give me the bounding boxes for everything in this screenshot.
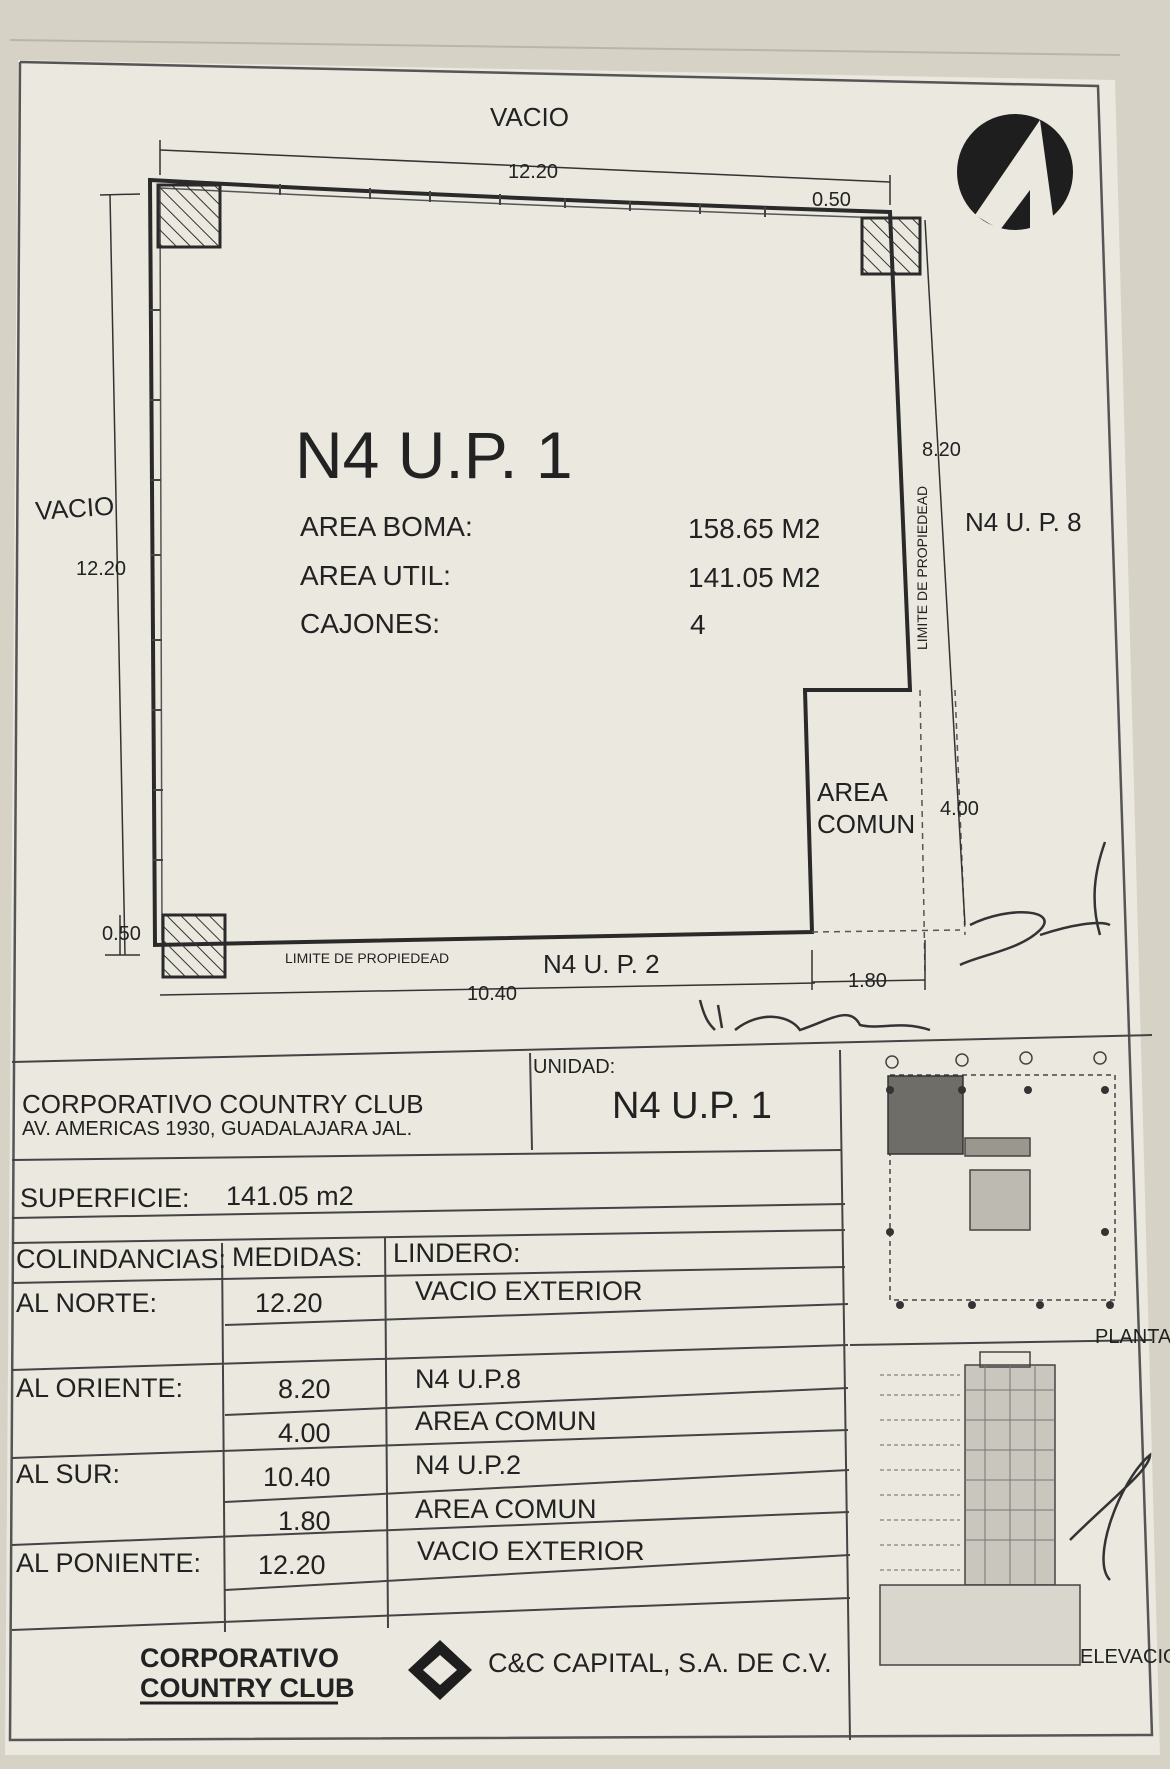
unidad-value: N4 U.P. 1 (612, 1085, 772, 1127)
sheet-border (8, 60, 1154, 1742)
column-hatch-nw (156, 183, 222, 249)
column-hatch-ne (860, 216, 922, 276)
planta-label: PLANTA (1095, 1326, 1170, 1348)
header-colindancias: COLINDANCIAS: (16, 1244, 226, 1274)
row-lindero: VACIO EXTERIOR (415, 1276, 643, 1306)
row-dir: AL SUR: (16, 1459, 120, 1489)
row-medida: 4.00 (278, 1418, 331, 1448)
elevacion-key-plan (879, 1351, 1152, 1666)
header-medidas: MEDIDAS: (232, 1242, 363, 1272)
area-comun-line2: COMUN (817, 809, 915, 839)
row-lindero: AREA COMUN (415, 1494, 597, 1524)
project-address: AV. AMERICAS 1930, GUADALAJARA JAL. (22, 1118, 412, 1140)
row-dir: AL PONIENTE: (16, 1548, 201, 1578)
unidad-label: UNIDAD: (533, 1056, 615, 1078)
vacio-left-label: VACIO (34, 491, 115, 526)
area-boma-label: AREA BOMA: (300, 511, 473, 542)
area-comun-line1: AREA (817, 777, 888, 807)
info-block: CORPORATIVO COUNTRY CLUB AV. AMERICAS 19… (11, 1034, 1170, 1741)
dim-bottom: 10.40 (467, 983, 517, 1005)
row-lindero: VACIO EXTERIOR (417, 1536, 645, 1566)
neighbor-right-label: N4 U. P. 8 (965, 507, 1082, 537)
company-name: C&C CAPITAL, S.A. DE C.V. (488, 1648, 832, 1678)
signature-right (959, 841, 1111, 967)
dim-left: 12.20 (76, 558, 126, 580)
logo-line2: COUNTRY CLUB (140, 1673, 355, 1703)
row-medida: 1.80 (278, 1506, 331, 1536)
area-boma-value: 158.65 M2 (688, 513, 820, 544)
row-lindero: N4 U.P.2 (415, 1450, 521, 1480)
planta-key-plan (885, 1051, 1116, 1309)
limite-right-label: LIMITE DE PROPIEDEAD (914, 486, 930, 650)
superficie-label: SUPERFICIE: (20, 1183, 190, 1213)
dim-right-upper: 8.20 (922, 439, 961, 461)
cajones-value: 4 (690, 609, 706, 640)
floor-plan: VACIO 12.20 0.50 VACIO 12.20 8.20 4.00 0… (34, 102, 1111, 1032)
north-arrow-icon (957, 114, 1073, 230)
vacio-top-label: VACIO (490, 102, 569, 132)
superficie-value: 141.05 m2 (226, 1181, 354, 1211)
limite-bottom-label: LIMITE DE PROPIEDEAD (285, 950, 449, 966)
dim-bottom-offset: 0.50 (102, 923, 141, 945)
elevacion-label: ELEVACIO (1080, 1646, 1170, 1668)
logo-line1: CORPORATIVO (140, 1643, 339, 1673)
paper (5, 60, 1160, 1755)
row-medida: 10.40 (263, 1462, 331, 1492)
signature-bottom (698, 999, 931, 1032)
unit-title: N4 U.P. 1 (295, 418, 573, 492)
row-dir: AL ORIENTE: (16, 1373, 183, 1403)
column-hatch-sw (161, 913, 227, 979)
row-medida: 8.20 (278, 1374, 331, 1404)
row-dir: AL NORTE: (16, 1288, 157, 1318)
project-name: CORPORATIVO COUNTRY CLUB (22, 1089, 424, 1119)
row-medida: 12.20 (258, 1550, 326, 1580)
dim-right-lower: 4.00 (940, 798, 979, 820)
dim-bottom-right: 1.80 (848, 970, 887, 992)
area-util-value: 141.05 M2 (688, 562, 820, 593)
cc-capital-logo-icon (408, 1640, 472, 1700)
dim-top-offset: 0.50 (812, 189, 851, 211)
area-util-label: AREA UTIL: (300, 560, 451, 591)
row-lindero: N4 U.P.8 (415, 1364, 521, 1394)
row-lindero: AREA COMUN (415, 1406, 597, 1436)
unit-outline (147, 177, 913, 948)
header-lindero: LINDERO: (393, 1238, 521, 1268)
dim-top: 12.20 (508, 161, 558, 183)
neighbor-bottom-label: N4 U. P. 2 (543, 949, 660, 979)
cajones-label: CAJONES: (300, 608, 440, 639)
row-medida: 12.20 (255, 1288, 323, 1318)
